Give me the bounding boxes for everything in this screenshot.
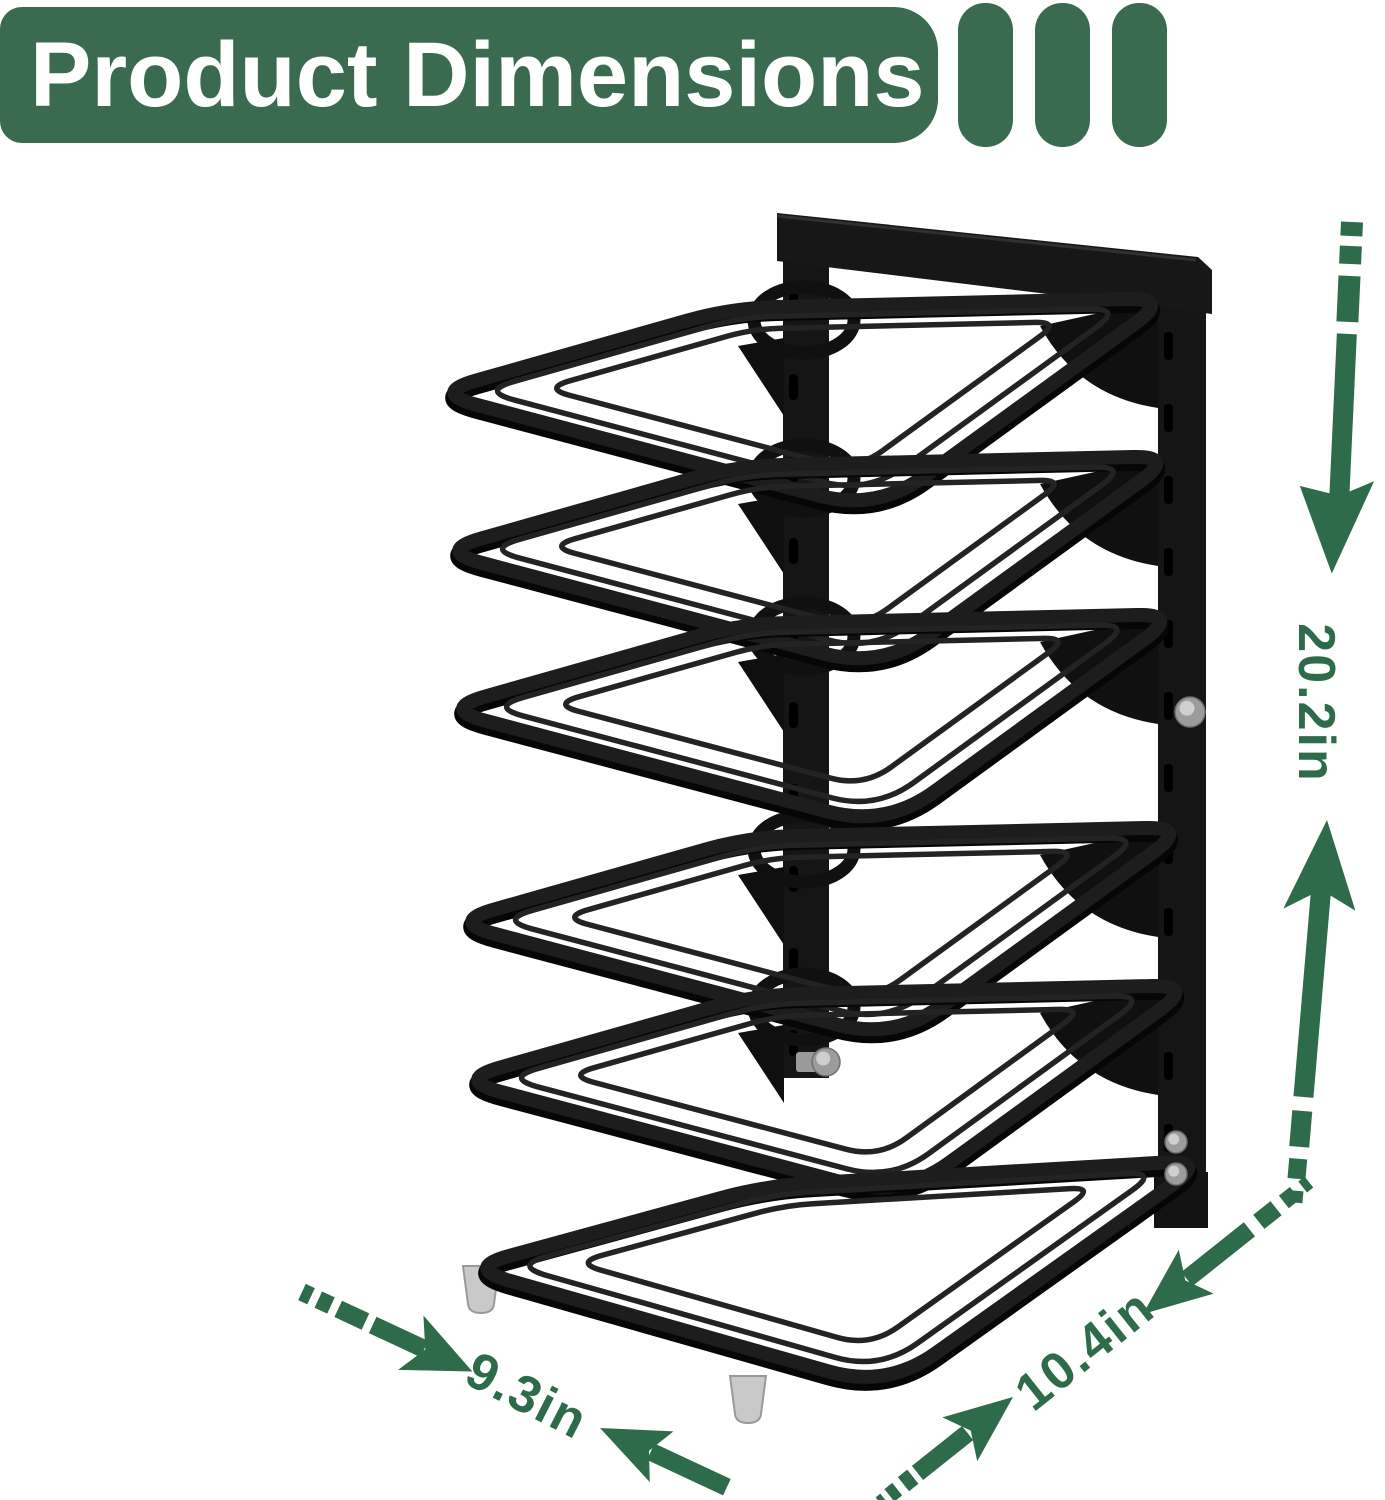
rack-foot (728, 1375, 768, 1425)
shelf-wire (494, 306, 1111, 489)
rail-slot (1164, 764, 1173, 792)
shelf-wire (527, 1170, 1147, 1365)
rail-screw-highlight (1168, 1133, 1180, 1145)
shelf-frame (465, 820, 1176, 1037)
rail-slot (1164, 548, 1173, 576)
shelf-rail-bracket (1040, 987, 1158, 1095)
depth-value-label: 9.3in (457, 1341, 598, 1451)
post-slot (789, 702, 798, 728)
height-dimension-annotation: 20.2in (1283, 221, 1375, 1204)
rail-slot (1164, 332, 1173, 360)
shelf-frame (471, 978, 1182, 1195)
rail-slot (1164, 908, 1173, 936)
rail-slot (1164, 1052, 1173, 1080)
shelf-frame (452, 449, 1163, 666)
shelf-frame (480, 1155, 1195, 1384)
top-bar-highlight (776, 214, 1197, 262)
decorative-bar-icon (958, 3, 1013, 147)
shelf-wire (558, 477, 1057, 626)
depth-dimension-annotation: 9.3in (298, 1283, 731, 1496)
post-slot (789, 538, 798, 564)
shelf-wire (503, 622, 1120, 805)
title-banner: Product Dimensions (0, 7, 938, 143)
shelf-wire (585, 1185, 1087, 1344)
shelf-frame (456, 607, 1167, 824)
rack-top-bar (777, 213, 1212, 314)
shelf-wire (512, 835, 1129, 1018)
decorative-bars (958, 3, 1167, 147)
post-slot (789, 948, 798, 974)
shelf-wire (518, 993, 1135, 1176)
arrow-down-icon (1299, 221, 1375, 574)
decorative-bar-icon (1112, 3, 1167, 147)
shelf-post-bracket (738, 496, 784, 574)
shelf-post-bracket (738, 867, 784, 945)
rail-slot (1164, 404, 1173, 432)
arrow-southwest-icon (1143, 1176, 1314, 1314)
shelf-frame (447, 291, 1158, 508)
shelf-wire (553, 319, 1052, 468)
post-bolt-highlight (816, 1051, 831, 1066)
rail-screw-highlight (1179, 700, 1195, 716)
arrow-southeast-icon (298, 1283, 473, 1372)
arrow-northeast-icon (875, 1397, 1013, 1500)
arrow-up-icon (1283, 820, 1356, 1204)
rail-slot (1164, 692, 1173, 720)
shelf-wire (571, 848, 1070, 997)
shelf-post-bracket (738, 338, 784, 416)
post-slot (789, 374, 798, 400)
shelf-post-bracket (738, 1025, 784, 1103)
page-title: Product Dimensions (30, 23, 925, 126)
shelf-wire (577, 1006, 1076, 1155)
arrow-northwest-icon (600, 1428, 731, 1496)
shelf-post-bracket (738, 654, 784, 732)
pot-rack (445, 213, 1212, 1425)
shelf-wire (562, 635, 1061, 784)
rail-screw-highlight (1168, 1165, 1180, 1177)
rail-slot (1164, 476, 1173, 504)
height-value-label: 20.2in (1287, 623, 1345, 782)
decorative-bar-icon (1035, 3, 1090, 147)
shelf-wire (499, 464, 1116, 647)
